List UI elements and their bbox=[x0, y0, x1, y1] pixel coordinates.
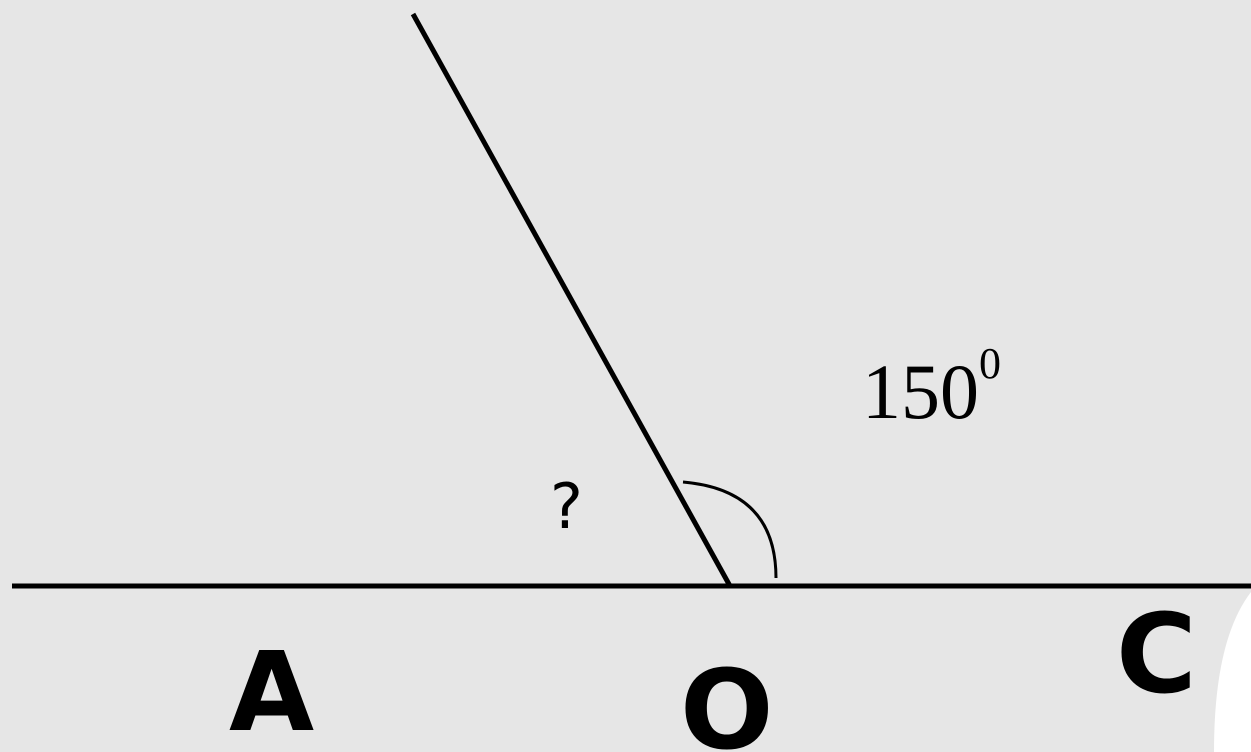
point-label-o: O bbox=[680, 646, 774, 752]
ray-from-o bbox=[410, 12, 733, 588]
point-label-c: C bbox=[1116, 590, 1197, 718]
corner-highlight-shape bbox=[1214, 592, 1251, 752]
angle-arc-150 bbox=[682, 480, 778, 579]
point-label-a: A bbox=[229, 628, 314, 752]
angle-label-150: 1500 bbox=[862, 339, 1001, 435]
angle-value: 150 bbox=[862, 348, 979, 435]
angle-degree-superscript: 0 bbox=[979, 339, 1001, 388]
angle-label-unknown: ? bbox=[550, 470, 583, 543]
